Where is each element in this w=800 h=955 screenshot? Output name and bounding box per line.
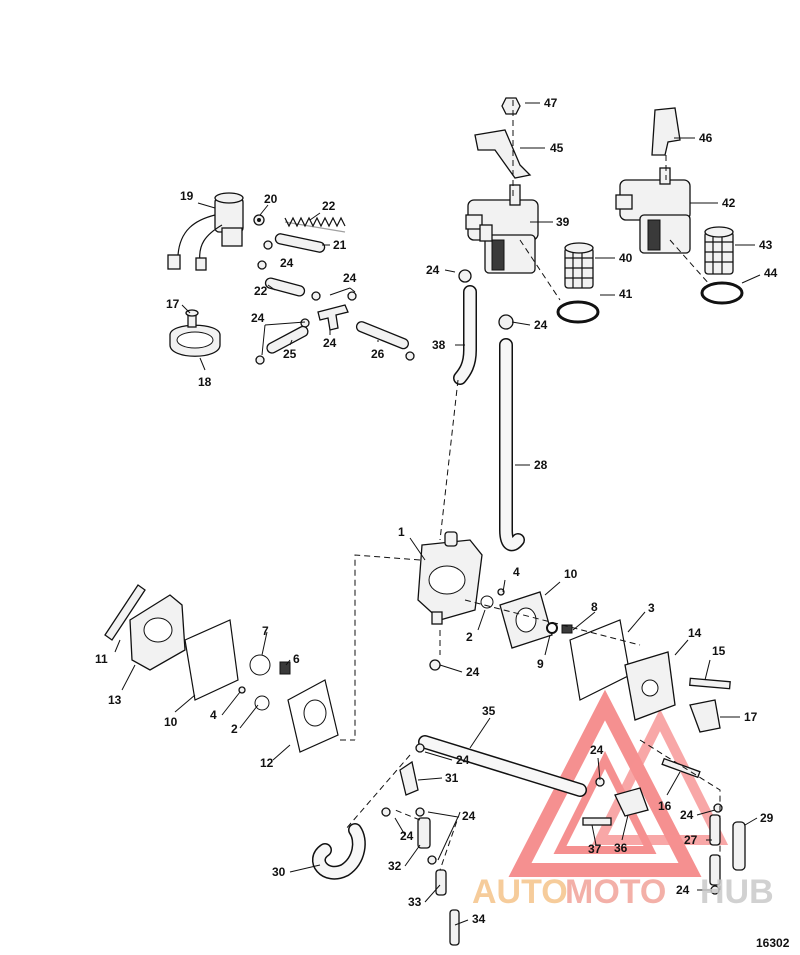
- callout-41: 40: [619, 251, 633, 265]
- callout-32: 31: [445, 771, 459, 785]
- figure-id: 16302: [756, 936, 790, 950]
- watermark-text-auto: AUTO: [472, 873, 568, 911]
- callout-48: 47: [544, 96, 558, 110]
- callout-22-a: 21: [333, 238, 347, 252]
- callout-30: 29: [760, 811, 774, 825]
- callout-44: 43: [759, 238, 773, 252]
- callout-35: 34: [472, 912, 486, 926]
- callout-24-h: 24: [400, 829, 414, 843]
- connection-lines: [340, 100, 721, 890]
- callout-24-j: 24: [590, 743, 604, 757]
- callout-4-a: 4: [513, 565, 520, 579]
- callout-39: 38: [432, 338, 446, 352]
- callout-12: 12: [260, 756, 274, 770]
- fuel-hoses-lower: [312, 659, 746, 946]
- callout-16: 16: [658, 799, 672, 813]
- callout-2-b: 2: [231, 722, 238, 736]
- callout-38: 37: [588, 842, 602, 856]
- callout-37: 36: [614, 841, 628, 855]
- callout-24-e: 24: [251, 311, 265, 325]
- callout-24-g: 24: [456, 753, 470, 767]
- callout-13: 13: [108, 693, 122, 707]
- callout-43: 42: [722, 196, 736, 210]
- callout-19: 18: [198, 375, 212, 389]
- callout-23: 22: [322, 199, 336, 213]
- fuel-hoses-upper: [453, 269, 525, 552]
- callout-24-f: 24: [466, 665, 480, 679]
- callout-24-i: 24: [462, 809, 476, 823]
- callout-18: 17: [166, 297, 180, 311]
- callout-33: 32: [388, 859, 402, 873]
- watermark-text-moto: MOTO: [565, 873, 666, 911]
- callout-1: 1: [398, 525, 405, 539]
- callout-24-l: 24: [676, 883, 690, 897]
- callout-34: 33: [408, 895, 422, 909]
- callout-46: 45: [550, 141, 564, 155]
- callout-24-b: 24: [534, 318, 548, 332]
- fuel-filter-left: [465, 97, 600, 324]
- callout-27: 26: [371, 347, 385, 361]
- callout-24-c: 24: [280, 256, 294, 270]
- callout-7: 8: [591, 600, 598, 614]
- callout-22-b: 22: [254, 284, 268, 298]
- callout-29: 28: [534, 458, 548, 472]
- callout-26: 25: [283, 347, 297, 361]
- callout-2-a: 2: [466, 630, 473, 644]
- callout-28: 27: [684, 833, 698, 847]
- callout-9: 10: [164, 715, 178, 729]
- callout-20: 19: [180, 189, 194, 203]
- callout-labels: 47 45 46 39 42 40 43 41 44 24 24 38 28 1…: [95, 96, 778, 926]
- callout-24-k: 24: [680, 808, 694, 822]
- fuel-filter-right: [615, 107, 744, 305]
- callout-36: 35: [482, 704, 496, 718]
- callout-40: 39: [556, 215, 570, 229]
- callout-47: 46: [699, 131, 713, 145]
- callout-5: 6: [293, 652, 300, 666]
- callout-42: 41: [619, 287, 633, 301]
- pump-plate-group: [104, 584, 339, 753]
- callout-45: 44: [764, 266, 778, 280]
- fuel-pump-assembly: [417, 531, 731, 733]
- callout-24-d: 24: [343, 271, 357, 285]
- solenoid-assembly: [167, 192, 415, 365]
- callout-31: 30: [272, 865, 286, 879]
- callout-24-a: 24: [426, 263, 440, 277]
- callout-4-b: 4: [210, 708, 217, 722]
- callout-10: 11: [95, 652, 108, 666]
- callout-11: 10: [564, 567, 578, 581]
- callout-15: 15: [712, 644, 726, 658]
- callout-6: 7: [262, 624, 269, 638]
- callout-3: 3: [648, 601, 655, 615]
- callout-8: 9: [537, 657, 544, 671]
- callout-14: 14: [688, 626, 702, 640]
- watermark-text: AUTO MOTO HUB: [472, 873, 774, 911]
- watermark-text-hub: HUB: [700, 873, 774, 911]
- callout-21: 20: [264, 192, 278, 206]
- callout-25: 24: [323, 336, 337, 350]
- callout-17: 17: [744, 710, 758, 724]
